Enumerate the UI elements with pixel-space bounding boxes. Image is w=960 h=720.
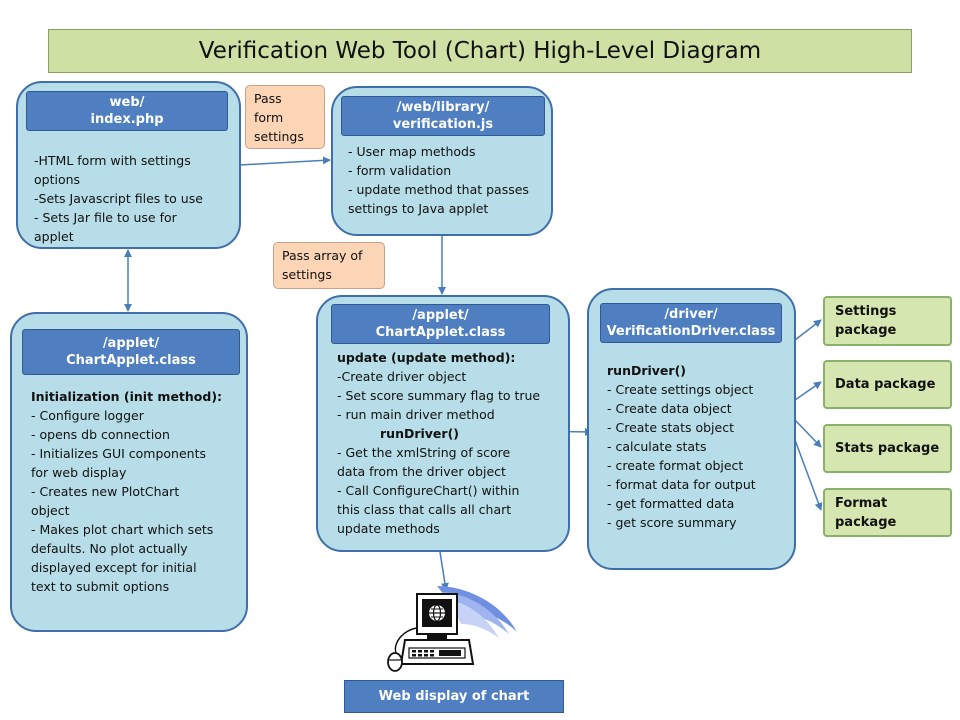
text-line: update methods — [337, 521, 440, 536]
header-line: ChartApplet.class — [375, 325, 506, 340]
package-label: package — [835, 514, 897, 530]
text-line: - opens db connection — [31, 427, 170, 442]
text-line: this class that calls all chart — [337, 502, 512, 517]
web-display-label: Web display of chart — [344, 680, 564, 713]
body-applet-update: update (update method): -Create driver o… — [337, 348, 540, 538]
body-web-index: -HTML form with settings options -Sets J… — [34, 151, 203, 246]
computer-icon — [387, 586, 517, 672]
header-applet-update: /applet/ ChartApplet.class — [331, 304, 550, 344]
header-line: index.php — [90, 112, 164, 127]
text-line: object — [31, 503, 70, 518]
text-line: - create format object — [607, 458, 744, 473]
header-applet-init: /applet/ ChartApplet.class — [22, 329, 240, 375]
text-line: - Creates new PlotChart — [31, 484, 180, 499]
method-name: runDriver() — [380, 426, 460, 441]
text-line: -Create driver object — [337, 369, 467, 384]
text-line: options — [34, 172, 81, 187]
arrow-driver-to-stats — [794, 419, 822, 448]
header-web-index: web/ index.php — [26, 91, 228, 131]
body-web-library: - User map methods - form validation - u… — [348, 142, 529, 218]
note-pass-form-settings: Pass form settings — [245, 85, 325, 149]
text-line: -HTML form with settings — [34, 153, 191, 168]
header-driver: /driver/ VerificationDriver.class — [600, 303, 782, 343]
package-stats: Stats package — [823, 424, 952, 473]
text-line: - Makes plot chart which sets — [31, 522, 214, 537]
text-line: - calculate stats — [607, 439, 707, 454]
text-line: defaults. No plot actually — [31, 541, 188, 556]
package-label: Settings — [835, 304, 897, 319]
arrow-applet-to-display — [439, 551, 449, 591]
text-line: settings to Java applet — [348, 201, 489, 216]
text-line: - Create settings object — [607, 382, 754, 397]
body-driver: runDriver() - Create settings object - C… — [607, 361, 756, 532]
header-line: /driver/ — [664, 307, 718, 322]
header-line: web/ — [109, 95, 145, 110]
package-data: Data package — [823, 360, 952, 409]
text-line: - Sets Jar file to use for — [34, 210, 177, 225]
package-label: package — [835, 323, 897, 338]
text-line: displayed except for initial — [31, 560, 197, 575]
section-heading: runDriver() — [607, 363, 687, 378]
text-line: - Create stats object — [607, 420, 734, 435]
header-line: /applet/ — [412, 308, 469, 323]
note-line: form — [254, 110, 284, 125]
text-line: - Call ConfigureChart() within — [337, 483, 520, 498]
text-line: - Create data object — [607, 401, 732, 416]
text-line: - User map methods — [348, 144, 476, 159]
text-line: - run main driver method — [337, 407, 495, 422]
note-line: settings — [282, 267, 332, 282]
text-line: - Get the xmlString of score — [337, 445, 511, 460]
header-line: /applet/ — [102, 336, 160, 351]
text-line: - Set score summary flag to true — [337, 388, 541, 403]
arrow-driver-to-data — [794, 381, 822, 401]
text-line: - update method that passes — [348, 182, 529, 197]
globe-icon — [429, 604, 445, 622]
text-line: - Initializes GUI components — [31, 446, 207, 461]
text-line: - get formatted data — [607, 496, 735, 511]
text-line: - Configure logger — [31, 408, 144, 423]
arrow-driver-to-settings — [794, 319, 822, 341]
package-label: Data package — [835, 377, 936, 392]
header-line: ChartApplet.class — [66, 353, 196, 368]
text-line: - format data for output — [607, 477, 756, 492]
note-line: Pass — [254, 91, 282, 106]
text-line: -Sets Javascript files to use — [34, 191, 203, 206]
header-line: VerificationDriver.class — [606, 324, 776, 339]
text-line: - get score summary — [607, 515, 737, 530]
text-line: - form validation — [348, 163, 452, 178]
mouse-icon — [387, 652, 403, 672]
package-label: Stats package — [835, 441, 940, 456]
header-line: verification.js — [392, 117, 494, 132]
note-pass-array: Pass array of settings — [273, 242, 385, 289]
header-web-library: /web/library/ verification.js — [341, 96, 545, 136]
text-line: applet — [34, 229, 74, 244]
package-settings: Settings package — [823, 296, 952, 346]
arrow-driver-to-format — [794, 439, 823, 511]
body-applet-init: Initialization (init method): - Configur… — [31, 387, 222, 596]
text-line: data from the driver object — [337, 464, 506, 479]
package-format: Format package — [823, 488, 952, 537]
note-line: Pass array of — [282, 248, 363, 263]
arrow-index-to-library — [239, 156, 331, 166]
text-line: text to submit options — [31, 579, 170, 594]
package-label: Format — [835, 495, 888, 511]
header-line: /web/library/ — [396, 100, 490, 115]
text-line: for web display — [31, 465, 127, 480]
diagram-title: Verification Web Tool (Chart) High-Level… — [48, 29, 912, 73]
section-heading: Initialization (init method): — [31, 389, 223, 404]
section-heading: update (update method): — [337, 350, 516, 365]
note-line: settings — [254, 129, 304, 144]
